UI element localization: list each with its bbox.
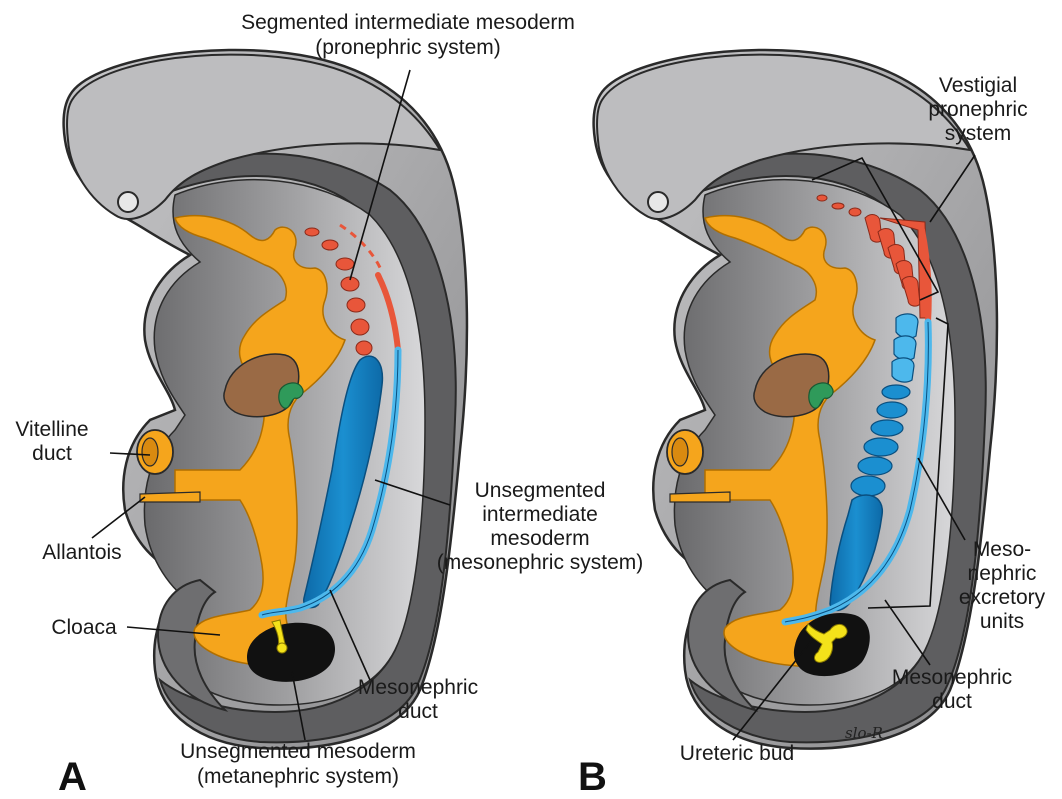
embryo-b-head — [596, 53, 972, 220]
label-mesonephric-units-line2: nephric — [968, 562, 1037, 585]
panel-a — [62, 48, 469, 750]
bracket-mesonephric — [867, 317, 949, 609]
artist-signature: slo-R — [845, 724, 883, 742]
label-vestigial-line2: pronephric — [928, 98, 1027, 121]
label-segmented-line1: Segmented intermediate mesoderm — [241, 11, 575, 34]
label-vestigial-line1: Vestigial — [939, 74, 1017, 97]
label-mesonephric-units-line1: Meso- — [973, 538, 1031, 561]
label-vitelline-line1: Vitelline — [15, 418, 88, 441]
allantois-b — [669, 491, 731, 503]
label-unsegmented-mesoderm-line2: (metanephric system) — [197, 765, 399, 788]
leader-lines — [91, 69, 976, 741]
label-allantois: Allantois — [42, 541, 121, 564]
label-vitelline-line2: duct — [32, 442, 72, 465]
vitelline-duct-a-lumen — [141, 437, 159, 467]
panel-letter-b: B — [578, 755, 607, 799]
leader-vestigial — [929, 154, 976, 223]
leader-unsegmented-intermediate — [374, 479, 451, 506]
leader-ureteric-bud — [732, 639, 813, 741]
embryo-a-tail — [156, 578, 229, 712]
vitelline-duct-b-lumen — [671, 437, 689, 467]
labels: Segmented intermediate mesoderm (proneph… — [15, 11, 1045, 799]
embryo-b-tail — [686, 578, 759, 712]
pronephros-a — [304, 227, 373, 356]
label-unsegmented-intermediate-line2: intermediate — [482, 503, 598, 526]
mesonephric-duct-b-outline — [784, 321, 929, 623]
label-mesonephric-duct-a-line2: duct — [398, 700, 438, 723]
metanephric-a — [246, 622, 335, 682]
label-cloaca: Cloaca — [51, 616, 117, 639]
embryo-a-eye — [117, 191, 139, 213]
panel-b — [592, 48, 999, 750]
label-mesonephric-duct-b-line2: duct — [932, 690, 972, 713]
leader-cloaca — [126, 626, 221, 636]
ureteric-bud-a-tip — [276, 642, 288, 654]
leader-segmented — [349, 69, 411, 281]
pronephric-dashed-a — [339, 223, 384, 273]
leader-mesonephric-units — [917, 457, 966, 541]
label-unsegmented-intermediate-line4: (mesonephric system) — [437, 551, 644, 574]
label-ureteric-bud: Ureteric bud — [680, 742, 794, 765]
embryo-a-head — [66, 53, 442, 220]
pancreas-a — [278, 382, 304, 409]
ureteric-bud-b — [805, 623, 848, 663]
mesonephros-a — [303, 355, 384, 609]
label-mesonephric-units-line3: excretory — [959, 586, 1046, 609]
leader-unsegmented-mesoderm — [291, 671, 306, 741]
leader-mesonephric-duct-b — [884, 599, 931, 666]
label-unsegmented-mesoderm-line1: Unsegmented mesoderm — [180, 740, 416, 763]
bracket-vestigial — [811, 156, 940, 301]
label-mesonephric-duct-b-line1: Mesonephric — [892, 666, 1012, 689]
leader-mesonephric-duct-a — [329, 589, 371, 681]
label-segmented-line2: (pronephric system) — [315, 36, 501, 59]
leader-vitelline — [109, 452, 151, 456]
label-mesonephric-duct-a-line1: Mesonephric — [358, 676, 478, 699]
pronephric-duct-a — [375, 272, 401, 353]
panel-letter-a: A — [58, 755, 87, 799]
mesonephric-duct-a-outline — [261, 349, 399, 616]
label-unsegmented-intermediate-line1: Unsegmented — [475, 479, 606, 502]
label-mesonephric-units-line4: units — [980, 610, 1024, 633]
pancreas-b — [808, 382, 834, 409]
label-vestigial-line3: system — [945, 122, 1012, 145]
embryo-b-eye — [647, 191, 669, 213]
leader-allantois — [91, 496, 146, 539]
allantois-a — [139, 491, 201, 503]
label-unsegmented-intermediate-line3: mesoderm — [490, 527, 589, 550]
